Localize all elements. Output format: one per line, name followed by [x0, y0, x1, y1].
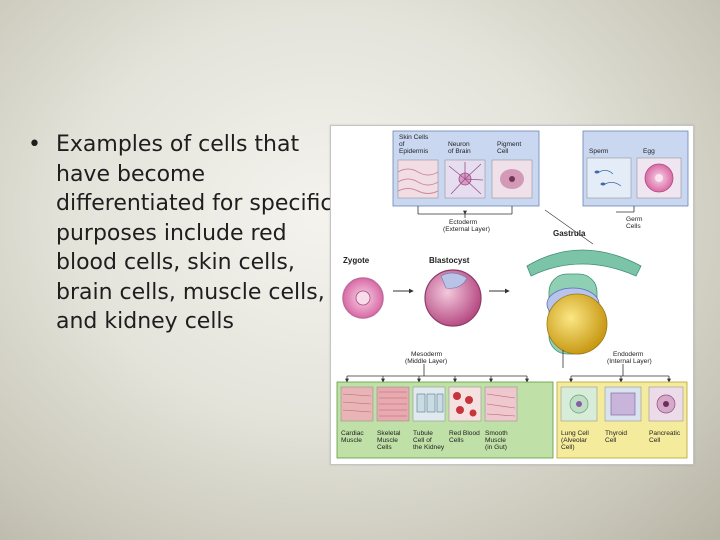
sperm-label: Sperm: [589, 148, 609, 155]
neuron-image: [444, 159, 486, 199]
skin-cells-image: [397, 159, 439, 199]
zygote-label: Zygote: [343, 256, 370, 265]
ectoderm-label: Ectoderm(External Layer): [443, 219, 490, 233]
lung-cell-image: [560, 386, 598, 422]
tubule-cells: [416, 393, 444, 413]
endoderm-label: Endoderm(Internal Layer): [607, 351, 652, 365]
pancreatic-cell-image: [648, 386, 684, 422]
red-blood-cells-image: [448, 386, 482, 422]
egg-label: Egg: [643, 148, 655, 155]
smooth-muscle-image: [484, 386, 518, 422]
bullet-point: • Examples of cells that have become dif…: [28, 130, 333, 337]
mesoderm-label: Mesoderm(Middle Layer): [405, 351, 447, 365]
bullet-text: Examples of cells that have become diffe…: [56, 132, 333, 334]
muscle-striations: [342, 391, 516, 417]
egg-image: [636, 157, 682, 199]
pigment-cell-image: [491, 159, 533, 199]
zygote-image: [342, 277, 384, 319]
blastocyst-image: [424, 269, 482, 327]
gastrula-image: [526, 209, 642, 355]
bullet-dot: •: [28, 132, 41, 157]
germ-layer-connectors: [345, 350, 671, 383]
red-blood-cell-dots: [453, 392, 477, 417]
gastrula-label: Gastrula: [553, 229, 586, 238]
thyroid-cell-image: [604, 386, 642, 422]
blastocyst-label: Blastocyst: [429, 256, 470, 265]
ectoderm-connectors: [417, 206, 635, 218]
sperm-image: [586, 157, 632, 199]
